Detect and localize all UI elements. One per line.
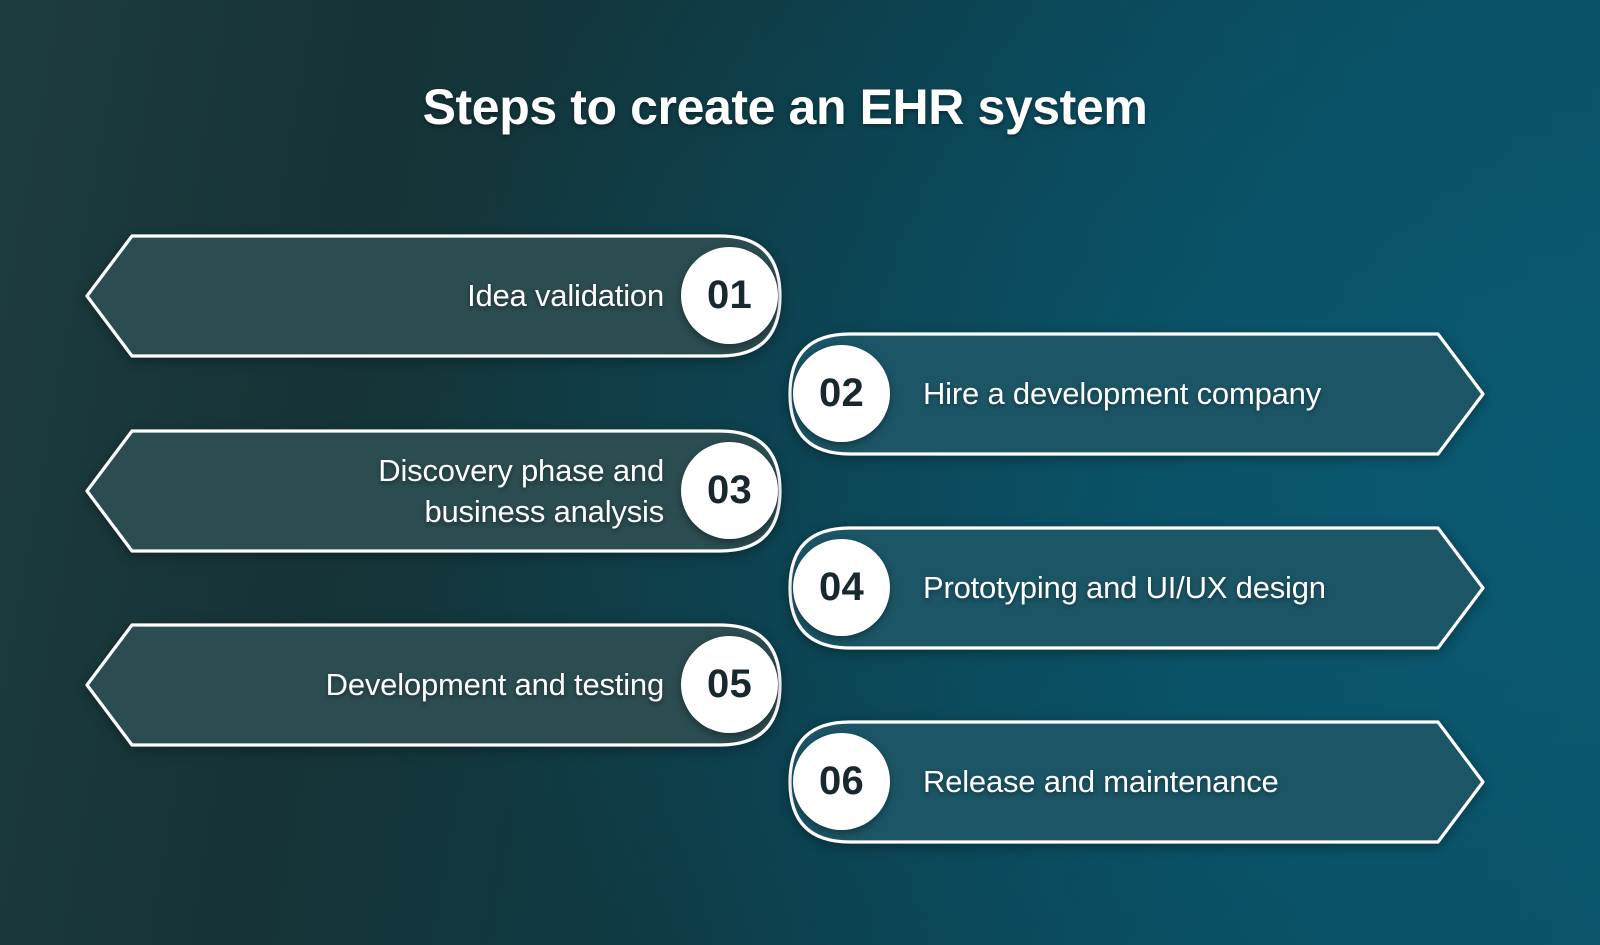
step-number-badge: 05 xyxy=(681,636,778,733)
step-number-badge: 03 xyxy=(681,442,778,539)
step-label: Discovery phase and business analysis xyxy=(378,452,664,529)
step-label: Hire a development company xyxy=(923,376,1322,412)
step-item-06[interactable]: Release and maintenance 06 xyxy=(786,718,1486,846)
step-label: Development and testing xyxy=(325,667,665,703)
step-label: Prototyping and UI/UX design xyxy=(923,570,1326,606)
step-number-badge: 06 xyxy=(793,733,890,830)
right-chevron-arrow-icon xyxy=(786,330,1486,458)
step-label: Idea validation xyxy=(467,278,664,314)
step-number-badge: 02 xyxy=(793,345,890,442)
step-number-badge: 04 xyxy=(793,539,890,636)
step-item-04[interactable]: Prototyping and UI/UX design 04 xyxy=(786,524,1486,652)
step-item-02[interactable]: Hire a development company 02 xyxy=(786,330,1486,458)
right-chevron-arrow-icon xyxy=(786,718,1486,846)
left-chevron-arrow-icon xyxy=(84,232,784,360)
step-number-badge: 01 xyxy=(681,247,778,344)
step-item-01[interactable]: Idea validation 01 xyxy=(84,232,784,360)
step-label: Release and maintenance xyxy=(923,764,1279,800)
step-item-05[interactable]: Development and testing 05 xyxy=(84,621,784,749)
right-chevron-arrow-icon xyxy=(786,524,1486,652)
page-title: Steps to create an EHR system xyxy=(422,79,1148,135)
left-chevron-arrow-icon xyxy=(84,427,784,555)
left-chevron-arrow-icon xyxy=(84,621,784,749)
step-item-03[interactable]: Discovery phase and business analysis 03 xyxy=(84,427,784,555)
